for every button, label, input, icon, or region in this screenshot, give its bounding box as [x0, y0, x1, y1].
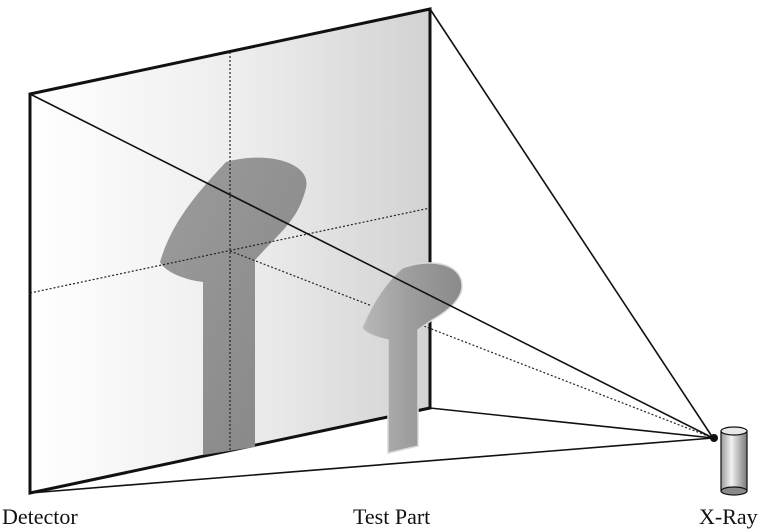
detector-horizontal-axis	[29, 207, 431, 294]
ray-bottom-right	[429, 407, 714, 439]
test-part-label: Test Part	[353, 504, 431, 529]
xray-focal-point	[710, 434, 718, 442]
ray-top-left	[29, 93, 714, 439]
xray-label: X-Ray	[699, 504, 758, 529]
ray-top-right	[429, 8, 714, 439]
xray-source	[710, 426, 748, 496]
detector-label: Detector	[2, 504, 78, 529]
test-part	[361, 262, 463, 454]
part-shadow	[160, 157, 307, 455]
ray-bottom-left	[29, 437, 714, 494]
